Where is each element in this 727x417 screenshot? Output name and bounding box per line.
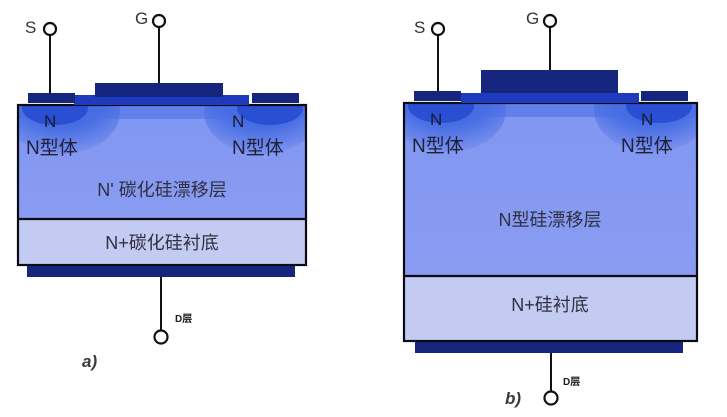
device-b-nplus-left [408, 103, 474, 123]
device-b-body-left-label: N型体 [412, 135, 464, 157]
device-a-surface-band [18, 105, 306, 119]
device-b-nplus-right [626, 103, 692, 123]
device-b-source-pad-left [414, 91, 461, 101]
device-a-substrate-region [18, 219, 306, 265]
device-a-gate-label: G [135, 9, 148, 28]
device-a-drain-metal [27, 265, 295, 277]
device-b-nplus-left-label: N [430, 110, 442, 129]
caption-b: b) [505, 389, 521, 408]
caption-a: a) [82, 352, 97, 371]
device-a-source-node[interactable] [42, 21, 58, 37]
device-a-source-pad-right [252, 93, 299, 103]
device-a-substrate-label: N+碳化硅衬底 [105, 233, 219, 253]
device-b-source-node[interactable] [430, 21, 446, 37]
device-a-group: S G D层 N N N型体 N型体 N' 碳化硅漂移层 N+碳化硅衬底 a) [16, 9, 308, 371]
device-a-wells [18, 105, 306, 154]
device-b-drain-metal [415, 341, 683, 353]
device-b-drain-node[interactable] [543, 390, 559, 406]
device-b-gate-metal [481, 70, 618, 93]
device-a-gate-node[interactable] [151, 13, 167, 29]
device-a-source-pad-left [28, 93, 75, 103]
device-a-body-right-label: N型体 [232, 137, 284, 159]
device-a-nplus-right [237, 105, 303, 125]
device-a-gate-oxide-layer [74, 95, 249, 105]
device-b-wells [404, 103, 697, 152]
device-a-nplus-right-label: N [232, 112, 244, 131]
device-b-source-label: S [414, 18, 425, 37]
device-a-source-label: S [25, 18, 36, 37]
device-a-drift-label: N' 碳化硅漂移层 [97, 180, 226, 200]
device-b-source-pad-right [641, 91, 688, 101]
device-b-nplus-right-label: N [641, 110, 653, 129]
device-a-gate-metal [95, 83, 223, 97]
device-b-gate-oxide-layer [461, 93, 639, 103]
device-b-substrate-label: N+硅衬底 [511, 295, 589, 315]
device-b-body-right-label: N型体 [621, 135, 673, 157]
device-a-nplus-left-label: N [44, 112, 56, 131]
device-b-drain-label: D层 [563, 376, 580, 388]
device-b-gate-node[interactable] [542, 13, 558, 29]
device-b-substrate-region [404, 276, 697, 341]
device-b-gate-label: G [526, 9, 539, 28]
device-a-body-left-label: N型体 [26, 137, 78, 159]
device-b-drift-label: N型硅漂移层 [499, 210, 602, 230]
device-b-surface-band [404, 103, 697, 117]
device-a-drain-node[interactable] [153, 329, 169, 345]
device-a-nplus-left [22, 105, 88, 125]
device-a-drain-label: D层 [175, 313, 192, 325]
device-b-group: S G D层 N N N型体 N型体 N型硅漂移层 N+硅衬底 b) [402, 9, 699, 408]
